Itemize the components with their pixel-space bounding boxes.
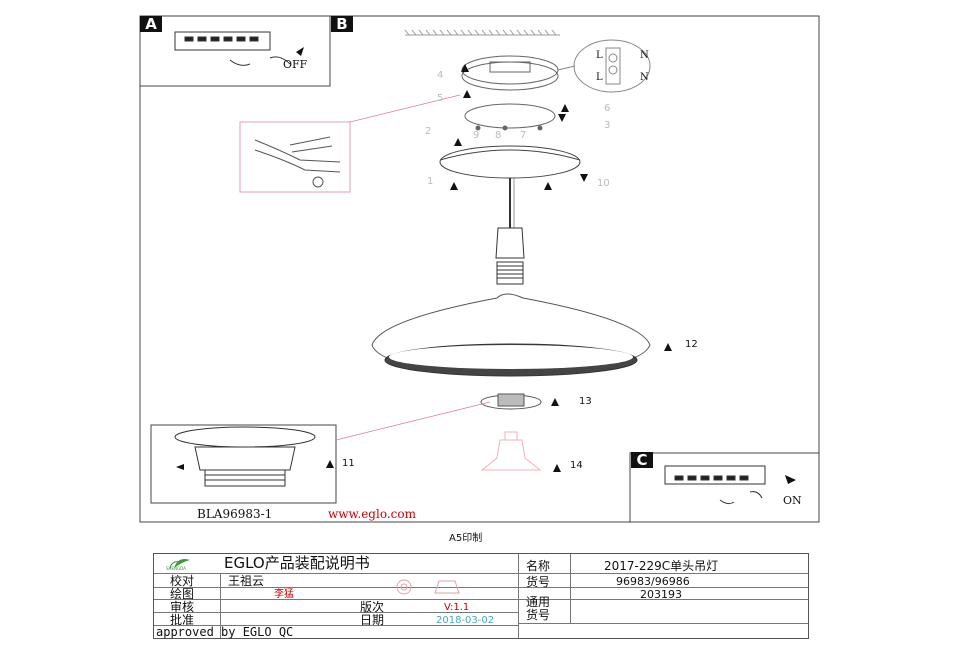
wire-label-l2: L: [596, 72, 603, 83]
print-size: A5印制: [449, 533, 483, 544]
terminal-block-c: [664, 465, 766, 505]
version-value: V:1.1: [444, 602, 470, 613]
wire-zoom: [557, 39, 651, 93]
check-label: 校对: [170, 574, 195, 588]
date-label: 日期: [360, 613, 385, 627]
panel-b-tag: B: [331, 16, 353, 32]
document-title: EGLO产品装配说明书: [224, 554, 370, 572]
off-label: OFF: [283, 58, 308, 71]
general-value: 203193: [640, 588, 682, 601]
wire-detail: [254, 136, 341, 188]
draw-value: 李猛: [274, 589, 294, 600]
panel-c-frame: [629, 452, 820, 523]
fixing-ring: [480, 393, 542, 410]
callout-7: 7: [520, 130, 527, 141]
arrow-off: [296, 47, 304, 56]
ceiling-bracket: [461, 55, 559, 91]
approved-by: approved by EGLO QC: [156, 625, 294, 639]
callout-1: 1: [427, 176, 434, 187]
arrow-on: [785, 475, 796, 484]
check-value: 王祖云: [228, 574, 265, 588]
on-label: ON: [783, 494, 802, 507]
model-code: BLA96983-1: [197, 507, 273, 521]
detail-11-ring: [174, 426, 316, 487]
wire-label-n2: N: [640, 72, 649, 83]
canopy: [439, 145, 581, 179]
leaf-logo-icon: [169, 559, 190, 569]
general-label: 通用: [526, 595, 551, 609]
wire-label-l1: L: [596, 50, 603, 61]
review-label: 审核: [170, 600, 195, 614]
callout-5: 5: [437, 93, 444, 104]
item-value: 96983/96986: [616, 575, 690, 588]
callout-8: 8: [495, 130, 502, 141]
callout-6: 6: [604, 103, 611, 114]
part-symbols: [396, 579, 460, 595]
bulb: [480, 431, 542, 471]
lamp-shade: [371, 293, 651, 377]
callout-11: 11: [342, 458, 355, 469]
website-link[interactable]: www.eglo.com: [328, 507, 416, 521]
callout-9: 9: [473, 130, 480, 141]
callout-13: 13: [579, 396, 592, 407]
date-value: 2018-03-02: [436, 615, 495, 626]
draw-label: 绘图: [170, 587, 195, 601]
callout-3: 3: [604, 120, 611, 131]
logo: SHENGDA: [160, 556, 210, 572]
mounting-plate: [464, 103, 556, 131]
callout-14: 14: [570, 460, 583, 471]
panel-a-frame: [139, 15, 331, 87]
version-label: 版次: [360, 600, 385, 614]
terminal-block-a: [174, 31, 291, 66]
callout-10: 10: [597, 178, 610, 189]
logo-text: SHENGDA: [166, 566, 186, 571]
lampholder: [495, 227, 525, 285]
general-label-2: 货号: [526, 608, 551, 622]
name-value: 2017-229C单头吊灯: [604, 559, 719, 573]
panel-c-tag: C: [631, 452, 653, 468]
callout-12: 12: [685, 339, 698, 350]
item-label: 货号: [526, 575, 551, 589]
callout-arrows: [176, 64, 672, 472]
drawing-frame: [139, 15, 820, 523]
panel-a-tag: A: [140, 16, 162, 32]
wire-detail-frame: [239, 121, 351, 193]
title-block: SHENGDA EGLO产品装配说明书 校对 王祖云 绘图 李猛 审核 批准 版…: [153, 553, 809, 639]
approve-label: 批准: [170, 613, 195, 627]
wire-label-n1: N: [640, 50, 649, 61]
detail-11-frame: [150, 424, 337, 504]
callout-2: 2: [425, 126, 432, 137]
ceiling-hatch: [404, 29, 560, 36]
name-label: 名称: [526, 559, 551, 573]
callout-4: 4: [437, 70, 444, 81]
